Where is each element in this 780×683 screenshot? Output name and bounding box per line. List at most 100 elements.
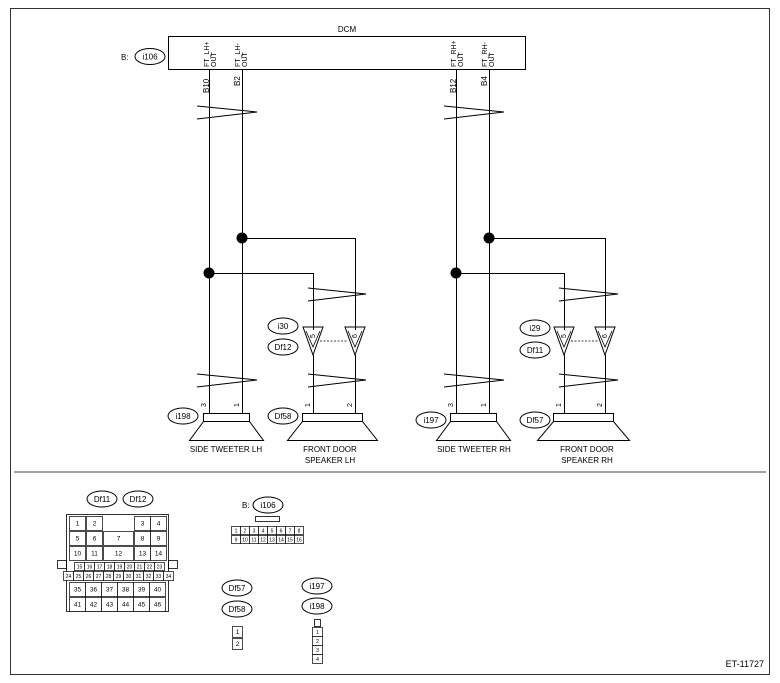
twist-mark-lh-tweeter	[196, 373, 258, 388]
connector-view-badge-df57	[221, 579, 253, 597]
diagram-border	[10, 8, 770, 675]
df-pin-36-label: 36	[90, 587, 98, 594]
df-pin-27-label: 27	[96, 574, 102, 580]
connector-id-df58: Df58	[275, 412, 292, 421]
df-pin-39-label: 39	[138, 587, 146, 594]
twist-mark-rh-speaker-upper	[558, 287, 619, 302]
b-pin-4-label: 4	[262, 529, 265, 535]
dcm-pin-b10: B10	[202, 78, 211, 93]
df-pin-7-label: 7	[117, 536, 121, 543]
df-pin-46-label: 46	[154, 602, 162, 609]
df-pin-13-label: 13	[139, 551, 147, 558]
df-pin-23-cell	[154, 562, 165, 571]
tweeter-rh-label: SIDE TWEETER RH	[437, 445, 511, 454]
speaker-lh-cone	[286, 421, 379, 441]
df-pin-35-label: 35	[74, 587, 82, 594]
df-pin-23-label: 23	[157, 565, 163, 571]
connector-view-id-i197: i197	[309, 582, 325, 591]
tweeter-lh-cone	[188, 421, 265, 441]
connector-badge-i29	[519, 319, 551, 337]
dcm-terminal-ft-rh-plus-name: FT_RH+	[451, 40, 458, 67]
dcm-module-box	[168, 36, 526, 70]
connector-badge-df57	[519, 411, 551, 429]
df-pin-12-cell	[103, 546, 134, 561]
joint-triangle-lh-pin5-inner	[305, 330, 321, 348]
connector-id-i197: i197	[423, 416, 439, 425]
tw-pin-1-label: 1	[316, 630, 319, 636]
joint-pin-rh-6: 6	[602, 334, 609, 338]
df-pin-3-label: 3	[141, 521, 145, 528]
df-pin-14-cell	[150, 546, 167, 561]
df-pin-10-label: 10	[74, 551, 82, 558]
spk-pin-2-label: 2	[236, 641, 240, 648]
df-pin-2-cell	[86, 516, 103, 531]
connector-badge-df11	[519, 341, 551, 359]
df-pin-20-label: 20	[127, 565, 133, 571]
speaker-rh-pin-2: 2	[597, 403, 604, 407]
connector-badge-i198	[167, 407, 199, 425]
b-pin-10-label: 10	[242, 538, 248, 544]
df-pin-17-label: 17	[97, 565, 103, 571]
tweeter-lh-body	[203, 413, 250, 422]
connector-id-df12: Df12	[275, 343, 292, 352]
df-pin-16-label: 16	[87, 565, 93, 571]
speaker-lh-body	[302, 413, 363, 422]
dcm-connector-id: i106	[142, 53, 158, 62]
dcm-terminal-ft-rh-minus-out: OUT	[489, 52, 496, 68]
df-pin-28-label: 28	[106, 574, 112, 580]
df-pin-1-cell	[69, 516, 86, 531]
connector-badge-i30	[267, 317, 299, 335]
df-pin-45-label: 45	[138, 602, 146, 609]
df-pin-10-cell	[69, 546, 86, 561]
connector-id-df57: Df57	[527, 416, 544, 425]
df-pin-33-label: 33	[156, 574, 162, 580]
df-pin-42-label: 42	[90, 602, 98, 609]
df-pin-4-label: 4	[157, 521, 161, 528]
joint-triangle-rh-pin5-inner	[556, 330, 572, 348]
df-pin-8-label: 8	[141, 536, 145, 543]
b-pin-11-label: 11	[251, 538, 256, 544]
twist-mark-lh-top	[196, 105, 258, 120]
joint-triangle-rh-pin6	[594, 326, 616, 357]
speaker-rh-label-1: FRONT DOOR	[560, 445, 614, 454]
connector-view-speaker: 12	[232, 626, 243, 650]
speaker-rh-body	[553, 413, 614, 422]
connector-view-badge-i197	[301, 577, 333, 595]
speaker-lh-pin-2: 2	[347, 403, 354, 407]
b-pin-7-label: 7	[289, 529, 292, 535]
connector-id-i30: i30	[278, 322, 289, 331]
spk-pin-2-cell	[232, 638, 243, 650]
dcm-terminal-ft-lh-minus-out: OUT	[242, 52, 249, 68]
df-pin-40-cell	[149, 582, 166, 597]
b-pin-8-cell	[294, 526, 304, 535]
df-pin-9-label: 9	[157, 536, 161, 543]
connector-view-id-i198: i198	[309, 602, 325, 611]
df-pin-7-cell	[103, 531, 134, 546]
df-pin-46-cell	[149, 597, 166, 612]
figure-code: ET-11727	[726, 659, 764, 669]
dcm-terminal-ft-rh-plus-out: OUT	[458, 52, 465, 68]
dcm-title: DCM	[338, 25, 357, 34]
tw-pin-2-label: 2	[316, 639, 319, 645]
df-pin-32-label: 32	[146, 574, 152, 580]
df-pin-12-label: 12	[115, 551, 123, 558]
df-pin-2-label: 2	[93, 521, 97, 528]
connector-view-id-df12: Df12	[130, 495, 147, 504]
tweeter-rh-body	[450, 413, 497, 422]
b-pin-5-label: 5	[271, 529, 274, 535]
dcm-connector-badge	[134, 48, 166, 65]
df-pin-43-label: 43	[106, 602, 114, 609]
connector-badge-df58	[267, 407, 299, 425]
tweeter-lh-pin-3: 3	[201, 403, 208, 407]
tweeter-lh-pin-1: 1	[234, 403, 241, 407]
df-pin-5-label: 5	[76, 536, 80, 543]
joint-pin-rh-5: 5	[561, 334, 568, 338]
df-pin-44-label: 44	[122, 602, 130, 609]
connector-view-badge-df11	[86, 490, 118, 508]
df-pin-40-label: 40	[154, 587, 162, 594]
joint-pin-lh-6: 6	[352, 334, 359, 338]
connector-view-id-i106: i106	[260, 501, 276, 510]
df-pin-41-label: 41	[74, 602, 82, 609]
df-pin-34-cell	[163, 571, 174, 581]
